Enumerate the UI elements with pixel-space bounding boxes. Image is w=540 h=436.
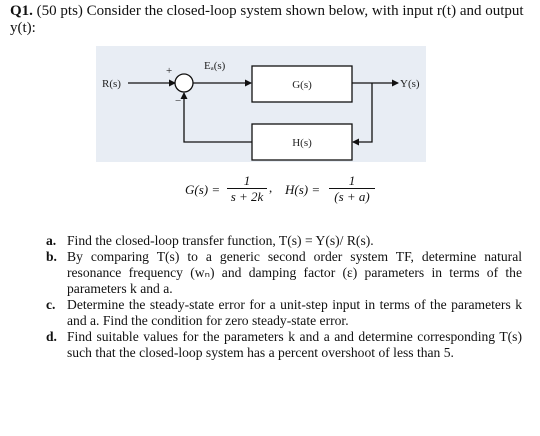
question-header: Q1. (50 pts) Consider the closed-loop sy… [10, 3, 530, 37]
question-number: Q1. [10, 3, 33, 19]
minus-sign: − [175, 95, 181, 107]
forward-block [251, 65, 353, 103]
part-letter: b. [46, 249, 57, 264]
part-c: c. Determine the steady-state error for … [46, 297, 522, 329]
feedback-return [180, 92, 252, 143]
part-b: b. By comparing T(s) to a generic second… [46, 249, 522, 297]
feedback-takeoff [352, 83, 373, 146]
g-equation-lhs: G(s) = [185, 182, 221, 197]
h-denominator: (s + a) [334, 189, 370, 204]
part-text: Find the closed-loop transfer function, … [67, 233, 374, 248]
part-letter: d. [46, 329, 57, 344]
error-label: Eₐ(s) [204, 60, 226, 72]
question-text: (50 pts) Consider the closed-loop system… [10, 3, 524, 36]
part-letter: c. [46, 297, 56, 312]
block-diagram: R(s) + − Eₐ(s) G(s) Y(s) H(s) [102, 60, 420, 161]
transfer-function-definitions: G(s) = 1 s + 2k , H(s) = 1 (s + a) [185, 168, 425, 212]
question-parts: a. Find the closed-loop transfer functio… [46, 233, 522, 361]
h-fraction: 1 (s + a) [329, 174, 375, 204]
feedback-block-label: H(s) [292, 137, 312, 149]
g-numerator: 1 [227, 174, 267, 189]
plus-sign: + [166, 65, 172, 77]
summing-junction [174, 73, 194, 93]
part-text: By comparing T(s) to a generic second or… [67, 249, 522, 296]
g-denominator: s + 2k [230, 189, 264, 204]
part-a: a. Find the closed-loop transfer functio… [46, 233, 522, 249]
h-equation-lhs: H(s) = [285, 182, 321, 197]
part-letter: a. [46, 233, 57, 248]
part-text: Find suitable values for the parameters … [67, 329, 522, 360]
g-fraction: 1 s + 2k [227, 174, 267, 204]
part-text: Determine the steady-state error for a u… [67, 297, 522, 328]
part-d: d. Find suitable values for the paramete… [46, 329, 522, 361]
output-label: Y(s) [400, 78, 420, 90]
forward-block-label: G(s) [292, 79, 312, 91]
equation-separator: , [269, 180, 273, 195]
h-numerator: 1 [329, 174, 375, 189]
input-label: R(s) [102, 78, 121, 90]
